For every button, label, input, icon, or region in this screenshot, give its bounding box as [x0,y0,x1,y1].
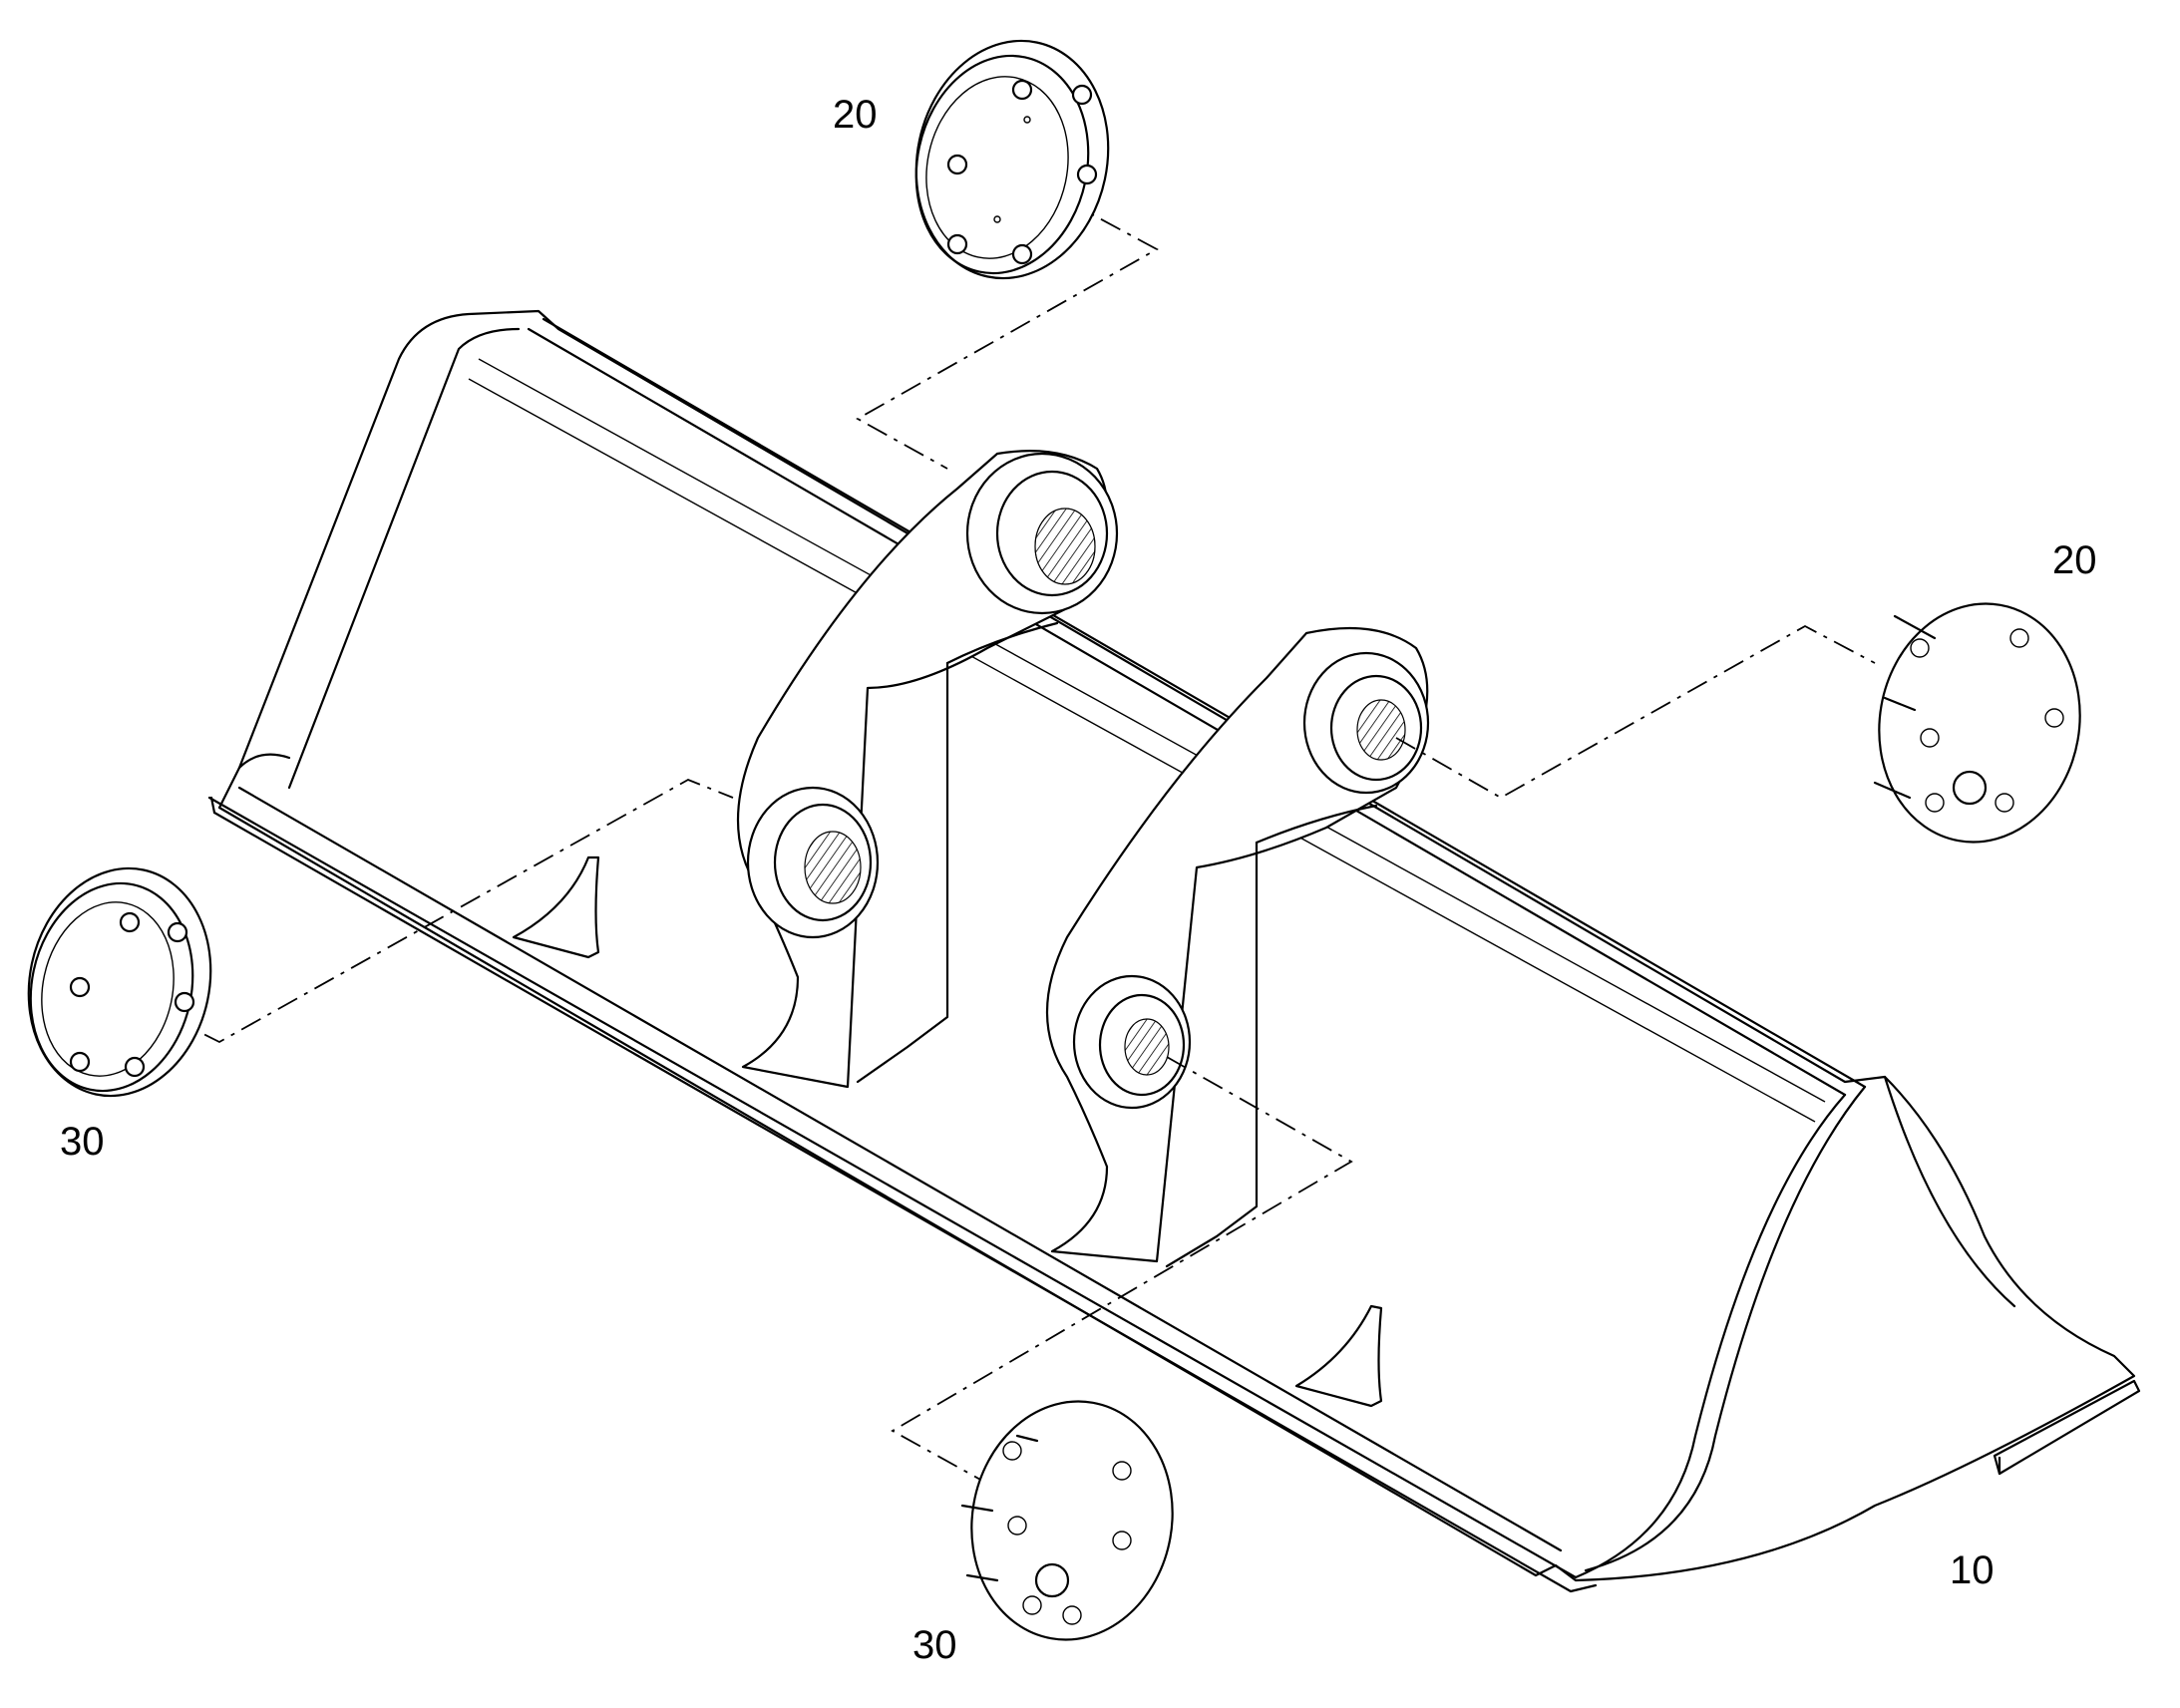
flange-part-20-top [914,39,1110,280]
callout-label-top-flange: 20 [833,93,878,137]
right-mount-bracket [1046,626,1430,1268]
callout-label-bottom-flange: 30 [912,1623,957,1667]
flange-part-30-left [27,866,212,1098]
callout-label-right-flange: 20 [2052,538,2097,582]
left-mount-bracket [737,450,1119,1089]
flange-part-30-bottom [960,1400,1174,1641]
flange-part-20-right [1873,602,2081,844]
callout-label-bucket: 10 [1950,1548,1995,1592]
callout-label-left-flange: 30 [60,1120,105,1164]
